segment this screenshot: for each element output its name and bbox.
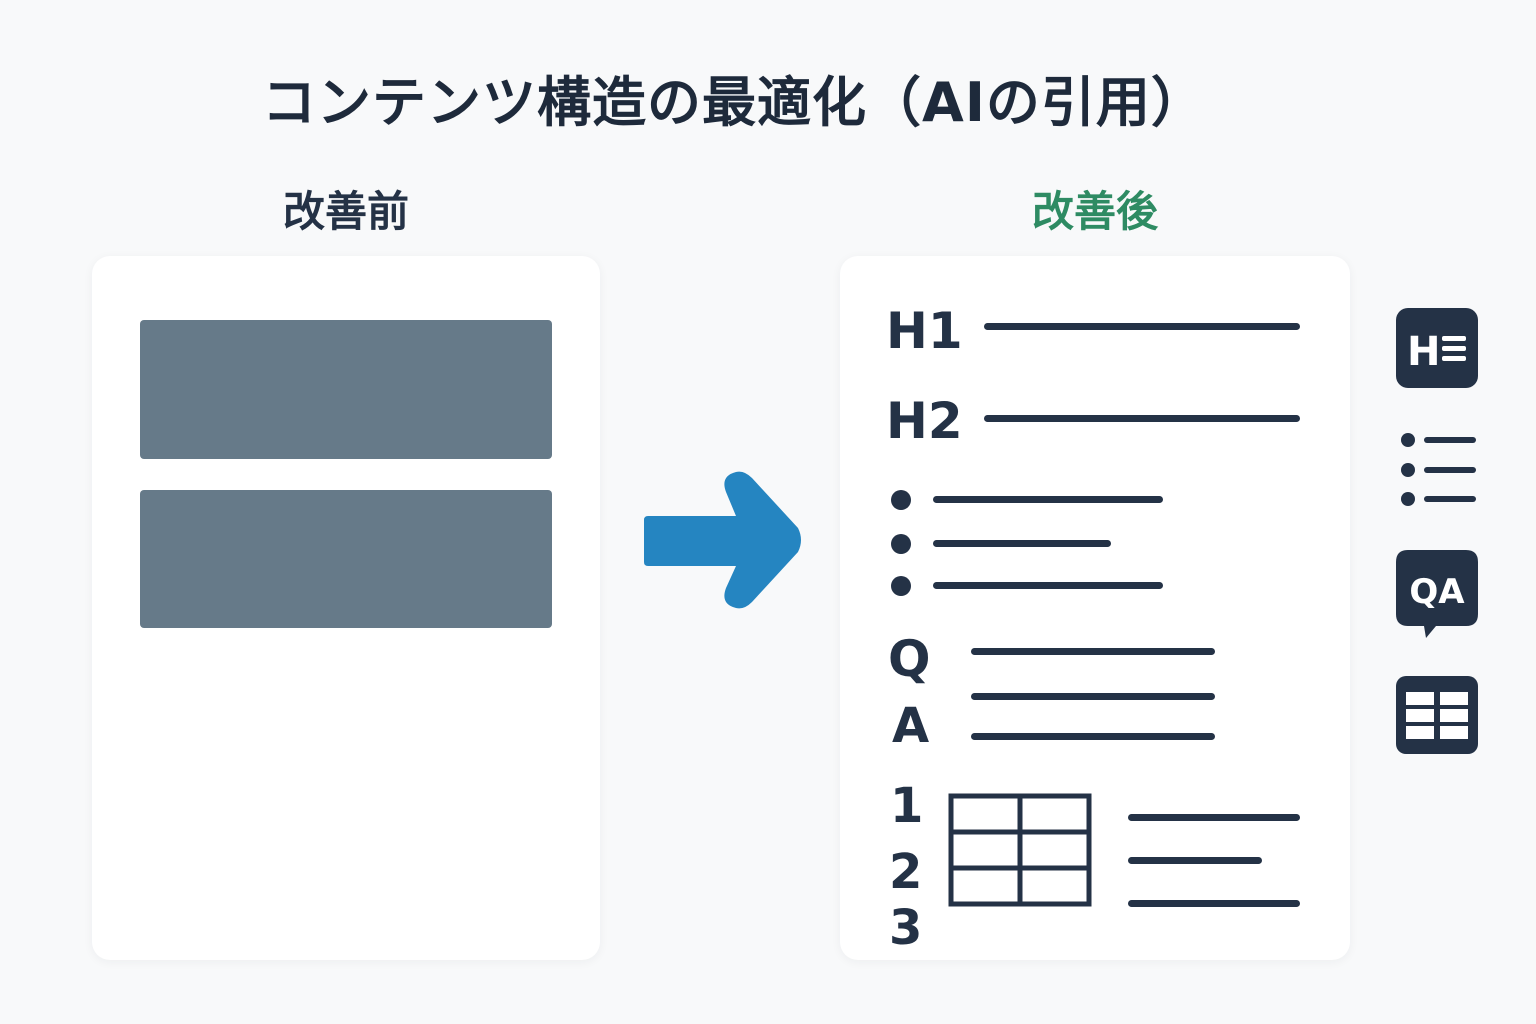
list-icon <box>1398 430 1478 510</box>
bullet-dot <box>891 490 911 510</box>
table-text-line <box>1128 857 1262 864</box>
q-label: Q <box>888 630 931 688</box>
table-grid-icon <box>948 793 1092 907</box>
number-3: 3 <box>889 900 923 956</box>
after-label: 改善後 <box>1031 187 1158 236</box>
number-2: 2 <box>889 844 923 900</box>
unstructured-text-block <box>140 320 552 459</box>
bullet-dot <box>891 576 911 596</box>
h1-label: H1 <box>886 302 963 360</box>
table-text-line <box>1128 900 1300 907</box>
unstructured-text-block <box>140 490 552 628</box>
before-panel <box>92 256 600 960</box>
qa-icon-text: QA <box>1409 572 1465 612</box>
bullet-text-line <box>933 582 1163 589</box>
a-label: A <box>892 698 930 754</box>
table-icon <box>1396 676 1478 754</box>
qa-text-line <box>971 693 1215 700</box>
table-text-line <box>1128 814 1300 821</box>
h1-text-line <box>984 323 1300 330</box>
before-label: 改善前 <box>282 187 409 236</box>
heading-icon-letter: H <box>1407 329 1440 375</box>
page-title: コンテンツ構造の最適化（AIの引用） <box>262 71 1206 134</box>
h2-text-line <box>984 415 1300 422</box>
bullet-text-line <box>933 540 1111 547</box>
qa-icon: QA <box>1396 550 1478 640</box>
h2-label: H2 <box>886 392 963 450</box>
bullet-dot <box>891 534 911 554</box>
qa-text-line <box>971 648 1215 655</box>
arrow-right-icon <box>644 471 801 609</box>
number-1: 1 <box>890 778 924 834</box>
after-panel: H1 H2 Q A 1 2 3 <box>840 256 1350 960</box>
qa-text-line <box>971 733 1215 740</box>
heading-icon: H <box>1396 308 1478 388</box>
bullet-text-line <box>933 496 1163 503</box>
